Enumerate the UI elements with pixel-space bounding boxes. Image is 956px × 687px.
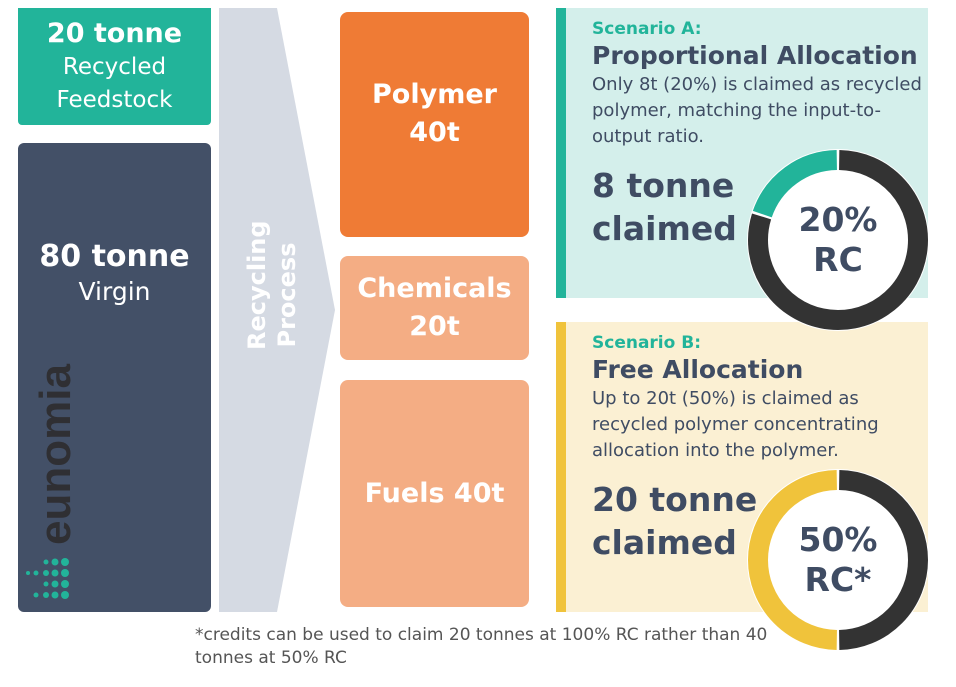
donut-scenario-a: [747, 149, 929, 331]
donut-remainder: [838, 470, 928, 650]
virgin-amount: 80 tonne: [39, 239, 190, 274]
scenario-a-label: Scenario A:: [592, 19, 702, 39]
chemicals-name: Chemicals: [357, 273, 512, 304]
feedstock-amount: 20 tonne: [46, 17, 183, 49]
scenario-b-title: Free Allocation: [592, 355, 804, 384]
recycled-feedstock-box: 20 tonne Recycled Feedstock: [18, 8, 211, 125]
rc-text: RC*: [804, 560, 872, 599]
donut-recycled-share: [752, 150, 838, 218]
donut-recycled-share: [748, 470, 838, 650]
feedstock-label-1: Recycled: [62, 53, 167, 80]
claim-label: claimed: [592, 523, 737, 562]
process-line-1: Recycling: [243, 220, 271, 350]
polymer-name: Polymer: [372, 79, 497, 110]
donut-outline: [747, 469, 929, 651]
output-chemicals: Chemicals 20t: [340, 256, 529, 360]
donut-outline: [747, 149, 929, 331]
chemicals-amount: 20t: [409, 311, 460, 342]
recycling-process-label: Recycling Process: [242, 220, 302, 350]
fuels-label: Fuels 40t: [364, 477, 505, 509]
claim-label: claimed: [592, 209, 737, 248]
scenario-b-label: Scenario B:: [592, 333, 701, 353]
scenario-a-claim: 8 tonne claimed: [592, 164, 928, 250]
donut-remainder: [748, 150, 928, 330]
rc-percent: 50%: [798, 520, 878, 559]
svg-text:eunomia: eunomia: [31, 364, 80, 545]
claim-amount: 20 tonne: [592, 480, 758, 519]
feedstock-label-2: Feedstock: [56, 86, 173, 113]
scenario-b-description: Up to 20t (50%) is claimed as recycled p…: [592, 388, 879, 461]
virgin-label: Virgin: [78, 277, 151, 306]
polymer-amount: 40t: [409, 117, 460, 148]
virgin-box: 80 tonne Virgin: [18, 143, 211, 612]
donut-scenario-b: [747, 469, 929, 651]
claim-amount: 8 tonne: [592, 166, 735, 205]
eunomia-logo: eunomia: [26, 364, 80, 599]
rc-label-a: 20%RC: [746, 200, 930, 280]
scenario-a-title: Proportional Allocation: [592, 41, 918, 70]
output-polymer: Polymer 40t: [340, 12, 529, 237]
rc-percent: 20%: [798, 200, 878, 239]
process-arrow: [219, 8, 335, 612]
output-fuels: Fuels 40t: [340, 380, 529, 607]
scenario-a-description: Only 8t (20%) is claimed as recycled pol…: [592, 74, 922, 147]
footnote: *credits can be used to claim 20 tonnes …: [195, 625, 768, 668]
rc-text: RC: [813, 240, 863, 279]
rc-label-b: 50%RC*: [746, 520, 930, 600]
scenario-b-claim: 20 tonne claimed: [592, 478, 928, 564]
process-line-2: Process: [273, 242, 301, 348]
